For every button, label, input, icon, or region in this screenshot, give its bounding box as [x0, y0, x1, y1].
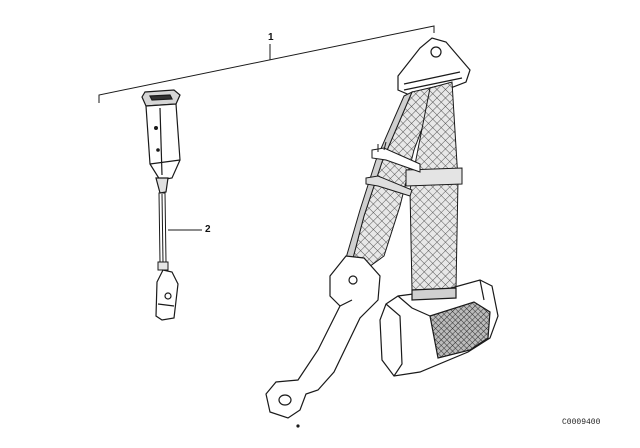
buckle-anchor-plate	[155, 269, 179, 321]
retractor-housing	[379, 279, 499, 377]
diagram-id-label: C0009400	[562, 418, 601, 427]
callout-assembly-number: 1	[268, 32, 274, 43]
belt-webbing-lower	[405, 81, 463, 291]
webbing-guide-clip	[365, 141, 421, 197]
lower-anchor-bar	[265, 255, 381, 428]
callout-buckle-number: 2	[205, 224, 211, 235]
buckle-cable	[157, 192, 202, 271]
buckle-receiver	[141, 89, 181, 194]
assembly-bracket-line	[98, 25, 435, 103]
